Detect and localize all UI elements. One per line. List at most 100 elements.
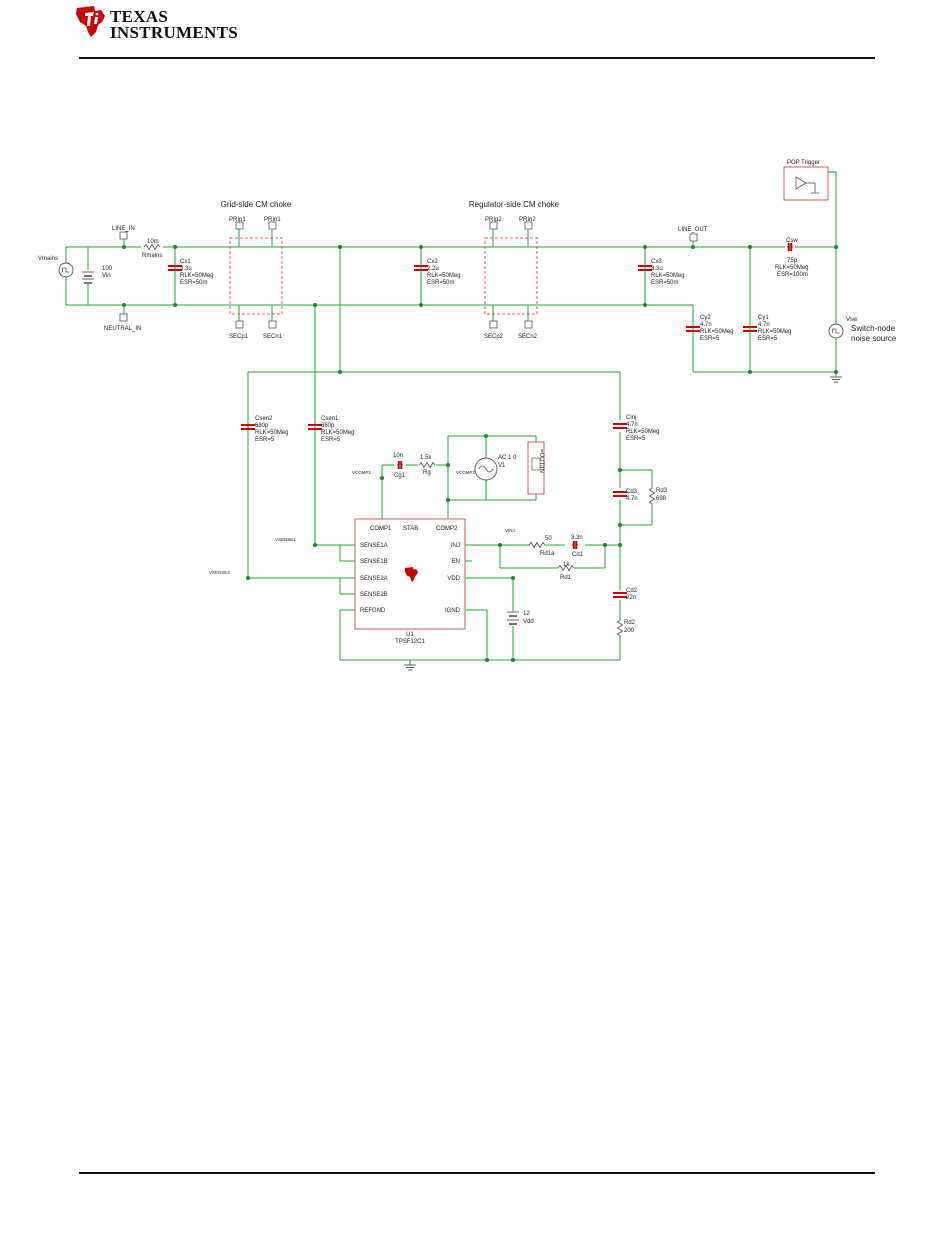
label-csen2-3: ESR=5 — [255, 437, 275, 443]
label-cx1-0: Cx1 — [180, 259, 191, 265]
res-rd1a: 50 Rd1a — [528, 536, 555, 557]
cap-cx2: Cx2 2.2u RLK=50Meg ESR=50m — [414, 259, 461, 286]
label-cx1-2: RLK=50Meg — [180, 273, 214, 279]
grid-choke: Grid-side CM choke PRIp1 PRIn1 SECp1 SEC… — [221, 200, 292, 340]
junctions — [122, 245, 838, 662]
cap-cd1: 3.3n Cd1 — [571, 535, 584, 558]
label-ic-part: TPSF12C1 — [395, 639, 425, 645]
ac-source: AC 1 0 V1 — [474, 455, 517, 481]
label-nets-vsense1: VSENSE1 — [275, 537, 296, 542]
label-cinj-3: ESR=5 — [626, 436, 646, 442]
vdd-value: 12 — [523, 611, 530, 617]
pop-trigger: POP Trigger — [783, 160, 829, 201]
label-cinj-2: RLK=50Meg — [626, 429, 660, 435]
logo-text-instruments: INSTRUMENTS — [110, 23, 238, 42]
cap-cx1: Cx1 3.3u RLK=50Meg ESR=50m — [168, 259, 214, 286]
label-cx3-3: ESR=50m — [651, 280, 679, 286]
label-rd3-0: Rd3 — [656, 488, 668, 494]
label-csw-2: RLK=50Meg — [775, 265, 809, 271]
label-cy2-1: 4.7n — [700, 322, 712, 328]
label-cinj-1: 4.7n — [626, 422, 638, 428]
label-components-rd1-val: 1k — [563, 562, 570, 568]
label-csw-1: 75p — [787, 258, 798, 264]
cap-cx3: Cx3 3.3u RLK=50Meg ESR=50m — [638, 259, 685, 286]
tpsf12c1-ic: COMP1 STAB COMP2 SENSE1A SENSE1B SENSE2A… — [354, 518, 466, 645]
label-components-cd1-name: Cd1 — [572, 552, 584, 558]
reg-choke-title: Regulator-side CM choke — [469, 200, 560, 209]
port-neutral-in: NEUTRAL_IN — [104, 326, 141, 332]
label-csen2-0: Csen2 — [255, 416, 273, 422]
port-prip2: PRIp2 — [485, 217, 502, 223]
vin-value: 100 — [102, 266, 113, 272]
port-secp2: SECp2 — [484, 334, 504, 340]
label-csw-0: Csw — [786, 238, 798, 244]
vdd-source: 12 Vdd — [507, 611, 534, 625]
label-rd2-1: 200 — [624, 628, 635, 634]
label-cx1-3: ESR=50m — [180, 280, 208, 286]
label-csen1-2: RLK=50Meg — [321, 430, 355, 436]
vmains-source: Vmains 100 Vin — [38, 247, 113, 305]
label-cinj-0: Cinj — [626, 415, 636, 421]
port-prin2: PRIn2 — [519, 217, 536, 223]
port-prin1: PRIn1 — [264, 217, 281, 223]
label-cx2-3: ESR=50m — [427, 280, 455, 286]
label-cy2-0: Cy2 — [700, 315, 711, 321]
noise-label-1: Switch-node — [851, 324, 896, 333]
res-rd3: Rd3 698 — [649, 487, 668, 505]
ti-chip-logo-icon — [405, 567, 418, 582]
port-secn2: SECn2 — [518, 334, 538, 340]
label-pins-right-1: EN — [452, 559, 460, 565]
label-cy1-1: 4.7n — [758, 322, 770, 328]
label-cy1-0: Cy1 — [758, 315, 769, 321]
rmains: 10m Rmains — [141, 239, 163, 259]
label-cd2-0: Cd2 — [626, 588, 638, 594]
label-cd3-1: 4.7n — [626, 496, 638, 502]
label-cy2-2: RLK=50Meg — [700, 329, 734, 335]
cap-cd3: Cd3 4.7n — [613, 489, 638, 502]
label-components-rd1a-val: 50 — [545, 536, 552, 542]
label-pins-right-3: IGND — [445, 608, 461, 614]
label-csen2-1: 680p — [255, 423, 269, 429]
footer-rule — [79, 1172, 875, 1174]
port-line-in: LINE_IN — [112, 226, 135, 232]
vmains-label: Vmains — [38, 256, 58, 262]
label-cy2-3: ESR=5 — [700, 336, 720, 342]
label-components-cg1-name: Cg1 — [394, 473, 406, 479]
ti-logo-icon — [76, 6, 105, 37]
ac-name: V1 — [498, 463, 506, 469]
rmains-name: Rmains — [142, 253, 162, 259]
label-pins-top-1: STAB — [403, 526, 418, 532]
label-csen1-1: 680p — [321, 423, 335, 429]
label-cx3-1: 3.3u — [651, 266, 663, 272]
label-components-rd1-name: Rd1 — [560, 575, 572, 581]
label-nets-vcomp2: VCOMP2 — [456, 470, 476, 475]
label-rd3-1: 698 — [656, 496, 667, 502]
label-nets-vcomp1: VCOMP1 — [352, 470, 372, 475]
wires — [65, 171, 837, 661]
label-pins-left-1: SENSE1B — [360, 559, 388, 565]
label-components-cg1-val: 10n — [393, 453, 403, 459]
label-rd2-0: Rd2 — [624, 620, 636, 626]
label-pins-left-2: SENSE2A — [360, 576, 388, 582]
cap-cg1: 10n Cg1 — [393, 453, 406, 479]
ti-logo: TEXAS INSTRUMENTS — [74, 2, 238, 44]
ports: LINE_IN NEUTRAL_IN LINE_OUT — [104, 226, 708, 332]
label-pins-right-2: VDD — [447, 576, 460, 582]
label-components-rg-val: 1.5k — [420, 455, 432, 461]
label-pins-top-0: COMP1 — [370, 526, 392, 532]
net-labels: VCOMP1 VCOMP2 VSENSE1 VSENSE2 VINJ — [209, 470, 515, 575]
label-csen1-3: ESR=5 — [321, 437, 341, 443]
cap-cy1: Cy1 4.7n RLK=50Meg ESR=5 — [743, 315, 792, 342]
label-components-cd1-val: 3.3n — [571, 535, 583, 541]
port-prip1: PRIp1 — [229, 217, 246, 223]
label-nets-vsense2: VSENSE2 — [209, 570, 230, 575]
pop-trigger-label: POP Trigger — [787, 160, 820, 166]
res-rd1: 1k Rd1 — [557, 562, 575, 581]
label-cx3-0: Cx3 — [651, 259, 662, 265]
label-cx2-0: Cx2 — [427, 259, 438, 265]
label-csen1-0: Csen1 — [321, 416, 339, 422]
port-secp1: SECp1 — [229, 334, 249, 340]
rmains-value: 10m — [147, 239, 159, 245]
label-nets-vinj: VINJ — [505, 528, 515, 533]
label-cx3-2: RLK=50Meg — [651, 273, 685, 279]
